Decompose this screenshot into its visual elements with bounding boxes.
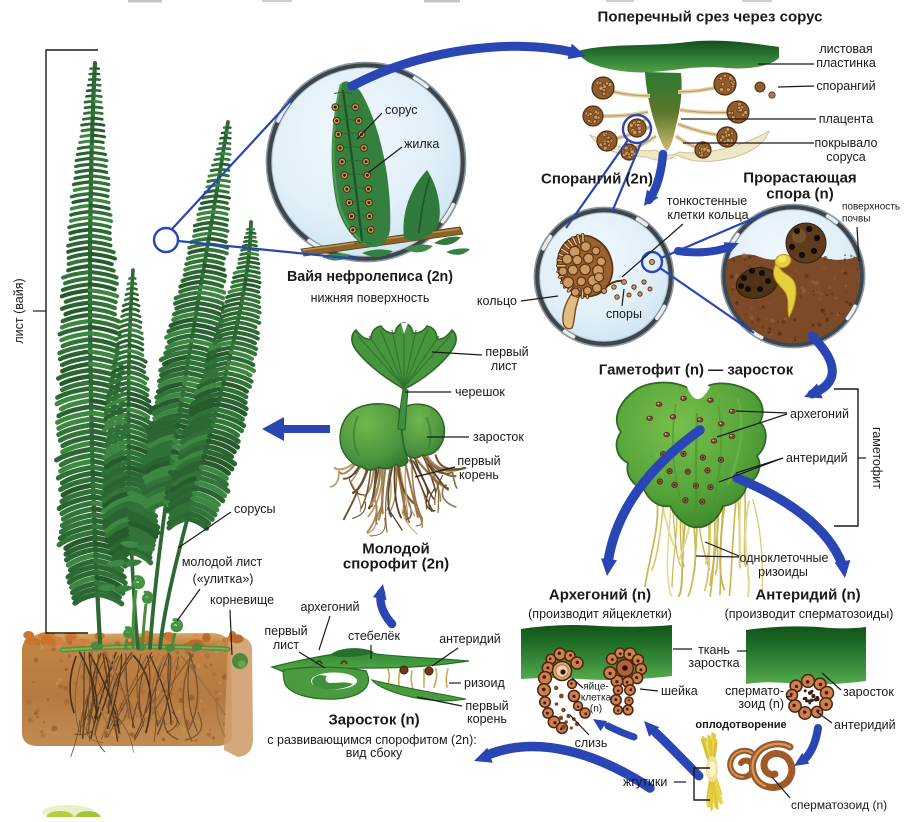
svg-text:Архегоний (n): Архегоний (n): [549, 587, 651, 604]
svg-text:Прорастающая: Прорастающая: [743, 170, 856, 187]
svg-text:Молодой: Молодой: [362, 541, 430, 558]
svg-text:нижняя поверхность: нижняя поверхность: [311, 291, 430, 305]
svg-text:клетка: клетка: [581, 693, 612, 704]
svg-text:жилка: жилка: [404, 137, 439, 151]
svg-text:антеридий: антеридий: [439, 632, 501, 646]
svg-text:ризоид: ризоид: [464, 676, 505, 690]
svg-text:спермато-: спермато-: [725, 684, 784, 698]
svg-text:антеридий: антеридий: [786, 451, 848, 465]
svg-text:корень: корень: [467, 712, 507, 726]
svg-text:черешок: черешок: [455, 385, 505, 399]
svg-text:корень: корень: [459, 468, 499, 482]
svg-text:сорус: сорус: [385, 103, 418, 117]
svg-text:сперматозоид (n): сперматозоид (n): [791, 798, 887, 812]
svg-text:Заросток (n): Заросток (n): [328, 712, 419, 729]
svg-text:гаметофит: гаметофит: [870, 427, 884, 489]
svg-text:Антеридий (n): Антеридий (n): [755, 587, 860, 604]
svg-text:зоид (n): зоид (n): [738, 697, 784, 711]
svg-text:кольцо: кольцо: [477, 294, 517, 308]
svg-text:почвы: почвы: [842, 214, 870, 225]
svg-text:Вайя нефролеписа (2n): Вайя нефролеписа (2n): [287, 269, 453, 285]
svg-text:(производит сперматозоиды): (производит сперматозоиды): [725, 607, 894, 621]
svg-text:(n): (n): [590, 704, 602, 715]
svg-text:первый: первый: [457, 454, 500, 468]
svg-text:одноклеточные: одноклеточные: [740, 551, 829, 565]
svg-text:молодой лист: молодой лист: [182, 555, 263, 569]
svg-text:спорофит (2n): спорофит (2n): [343, 556, 449, 573]
svg-text:лист: лист: [491, 359, 518, 373]
svg-text:спорангий: спорангий: [816, 79, 875, 93]
svg-text:соруса: соруса: [826, 150, 866, 164]
svg-text:корневище: корневище: [210, 593, 274, 607]
svg-text:лист: лист: [273, 638, 300, 652]
svg-text:первый: первый: [485, 345, 528, 359]
svg-text:ризоиды: ризоиды: [758, 565, 808, 579]
svg-text:(производит яйцеклетки): (производит яйцеклетки): [528, 607, 672, 621]
svg-text:тонкостенные: тонкостенные: [667, 194, 748, 208]
svg-text:покрывало: покрывало: [815, 136, 878, 150]
svg-text:споры: споры: [606, 307, 642, 321]
svg-text:Гаметофит (n) — заросток: Гаметофит (n) — заросток: [599, 362, 794, 379]
svg-text:первый: первый: [264, 624, 307, 638]
svg-text:Поперечный срез через сорус: Поперечный срез через сорус: [598, 9, 823, 26]
svg-text:клетки кольца: клетки кольца: [667, 208, 748, 222]
svg-text:заросток: заросток: [843, 685, 894, 699]
svg-text:спора (n): спора (n): [766, 186, 833, 203]
svg-text:шейка: шейка: [661, 684, 698, 698]
svg-text:заростка: заростка: [688, 656, 739, 670]
svg-text:листовая: листовая: [819, 42, 872, 56]
svg-text:с развивающимся спорофитом (2n: с развивающимся спорофитом (2n):: [267, 733, 476, 747]
svg-text:плацента: плацента: [819, 112, 873, 126]
svg-text:архегоний: архегоний: [301, 600, 360, 614]
svg-text:стебелёк: стебелёк: [348, 629, 400, 643]
svg-text:первый: первый: [465, 699, 508, 713]
svg-text:яйце-: яйце-: [583, 682, 609, 693]
svg-text:поверхность: поверхность: [842, 202, 900, 213]
svg-text:архегоний: архегоний: [790, 407, 849, 421]
svg-text:Спорангий (2n): Спорангий (2n): [541, 171, 653, 188]
svg-text:лист (вайя): лист (вайя): [12, 278, 26, 343]
svg-text:жгутики: жгутики: [623, 775, 667, 789]
svg-text:вид сбоку: вид сбоку: [346, 746, 403, 760]
svg-text:пластинка: пластинка: [816, 56, 876, 70]
svg-text:ткань: ткань: [698, 643, 730, 657]
svg-text:сорусы: сорусы: [234, 502, 276, 516]
svg-text:(«улитка»): («улитка»): [193, 572, 254, 586]
svg-text:оплодотворение: оплодотворение: [695, 719, 786, 731]
svg-text:заросток: заросток: [473, 430, 524, 444]
svg-text:слизь: слизь: [575, 736, 608, 750]
svg-text:антеридий: антеридий: [834, 718, 896, 732]
